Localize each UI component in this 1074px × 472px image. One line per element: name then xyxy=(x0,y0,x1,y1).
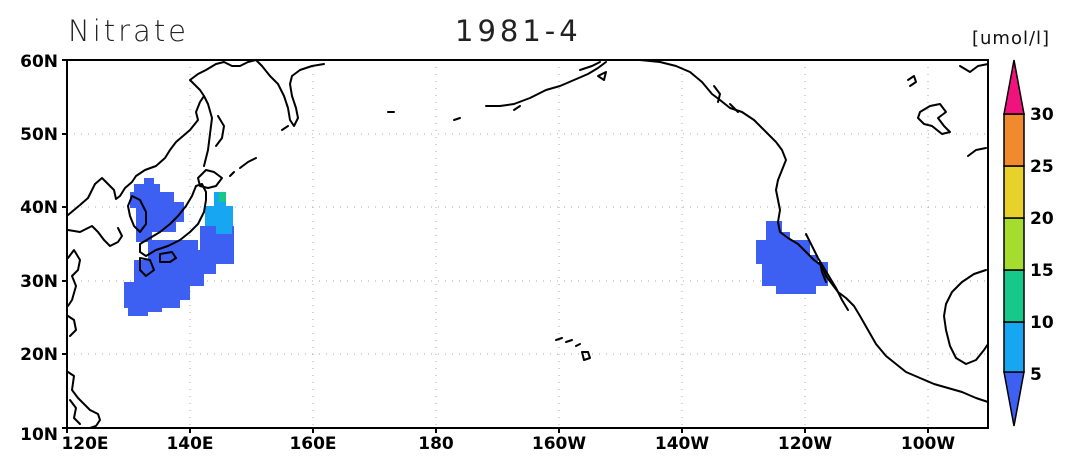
tick-marks xyxy=(62,59,929,433)
colorbar-segment xyxy=(1003,165,1025,219)
colorbar-over-triangle xyxy=(1003,59,1025,115)
nitrate-data-field xyxy=(124,178,828,316)
colorbar-segment xyxy=(1003,113,1025,167)
korea-coastline xyxy=(127,195,147,233)
california-current-region xyxy=(756,221,828,294)
colorbar-label: 25 xyxy=(1030,157,1054,177)
colorbar-segment xyxy=(1003,321,1025,373)
x-tick-label: 140W xyxy=(655,434,709,454)
coastlines xyxy=(67,59,989,429)
y-tick-label: 30N xyxy=(20,272,58,292)
x-axis-labels: 120E 140E 160E 180 160W 140W 120W 100W xyxy=(61,434,955,454)
unit-label: [umol/l] xyxy=(972,28,1051,49)
kuroshio-high-cell xyxy=(219,192,226,202)
colorbar-under-triangle xyxy=(1003,371,1025,427)
colorbar-segment xyxy=(1003,217,1025,271)
kamchatka-coastline xyxy=(255,59,325,127)
japan-sea-region xyxy=(130,178,184,242)
y-tick-label: 10N xyxy=(20,425,58,445)
x-tick-label: 140E xyxy=(166,434,213,454)
colorbar-label: 5 xyxy=(1030,365,1042,385)
colorbar-segment xyxy=(1003,269,1025,323)
variable-title: Nitrate xyxy=(68,14,190,48)
y-tick-label: 20N xyxy=(20,345,58,365)
colorbar-labels: 5 10 15 20 25 30 xyxy=(1030,105,1054,385)
map-frame xyxy=(66,59,989,429)
x-tick-label: 100W xyxy=(901,434,955,454)
colorbar xyxy=(1003,59,1025,427)
y-tick-label: 60N xyxy=(20,52,58,72)
y-tick-label: 40N xyxy=(20,198,58,218)
asia-coastline xyxy=(67,59,257,216)
colorbar-label: 20 xyxy=(1030,209,1054,229)
x-tick-label: 120W xyxy=(778,434,832,454)
date-title: 1981-4 xyxy=(455,14,582,48)
x-tick-label: 160W xyxy=(532,434,586,454)
x-tick-label: 180 xyxy=(418,434,454,454)
y-tick-label: 50N xyxy=(20,125,58,145)
colorbar-label: 10 xyxy=(1030,313,1054,333)
colorbar-label: 30 xyxy=(1030,105,1054,125)
y-axis-labels: 10N 20N 30N 40N 50N 60N xyxy=(20,52,58,445)
x-tick-label: 160E xyxy=(289,434,336,454)
colorbar-label: 15 xyxy=(1030,261,1054,281)
north-america-coastline xyxy=(619,59,989,403)
japan-coastline xyxy=(139,183,207,257)
x-tick-label: 120E xyxy=(61,434,108,454)
hawaii-islands xyxy=(555,337,563,341)
